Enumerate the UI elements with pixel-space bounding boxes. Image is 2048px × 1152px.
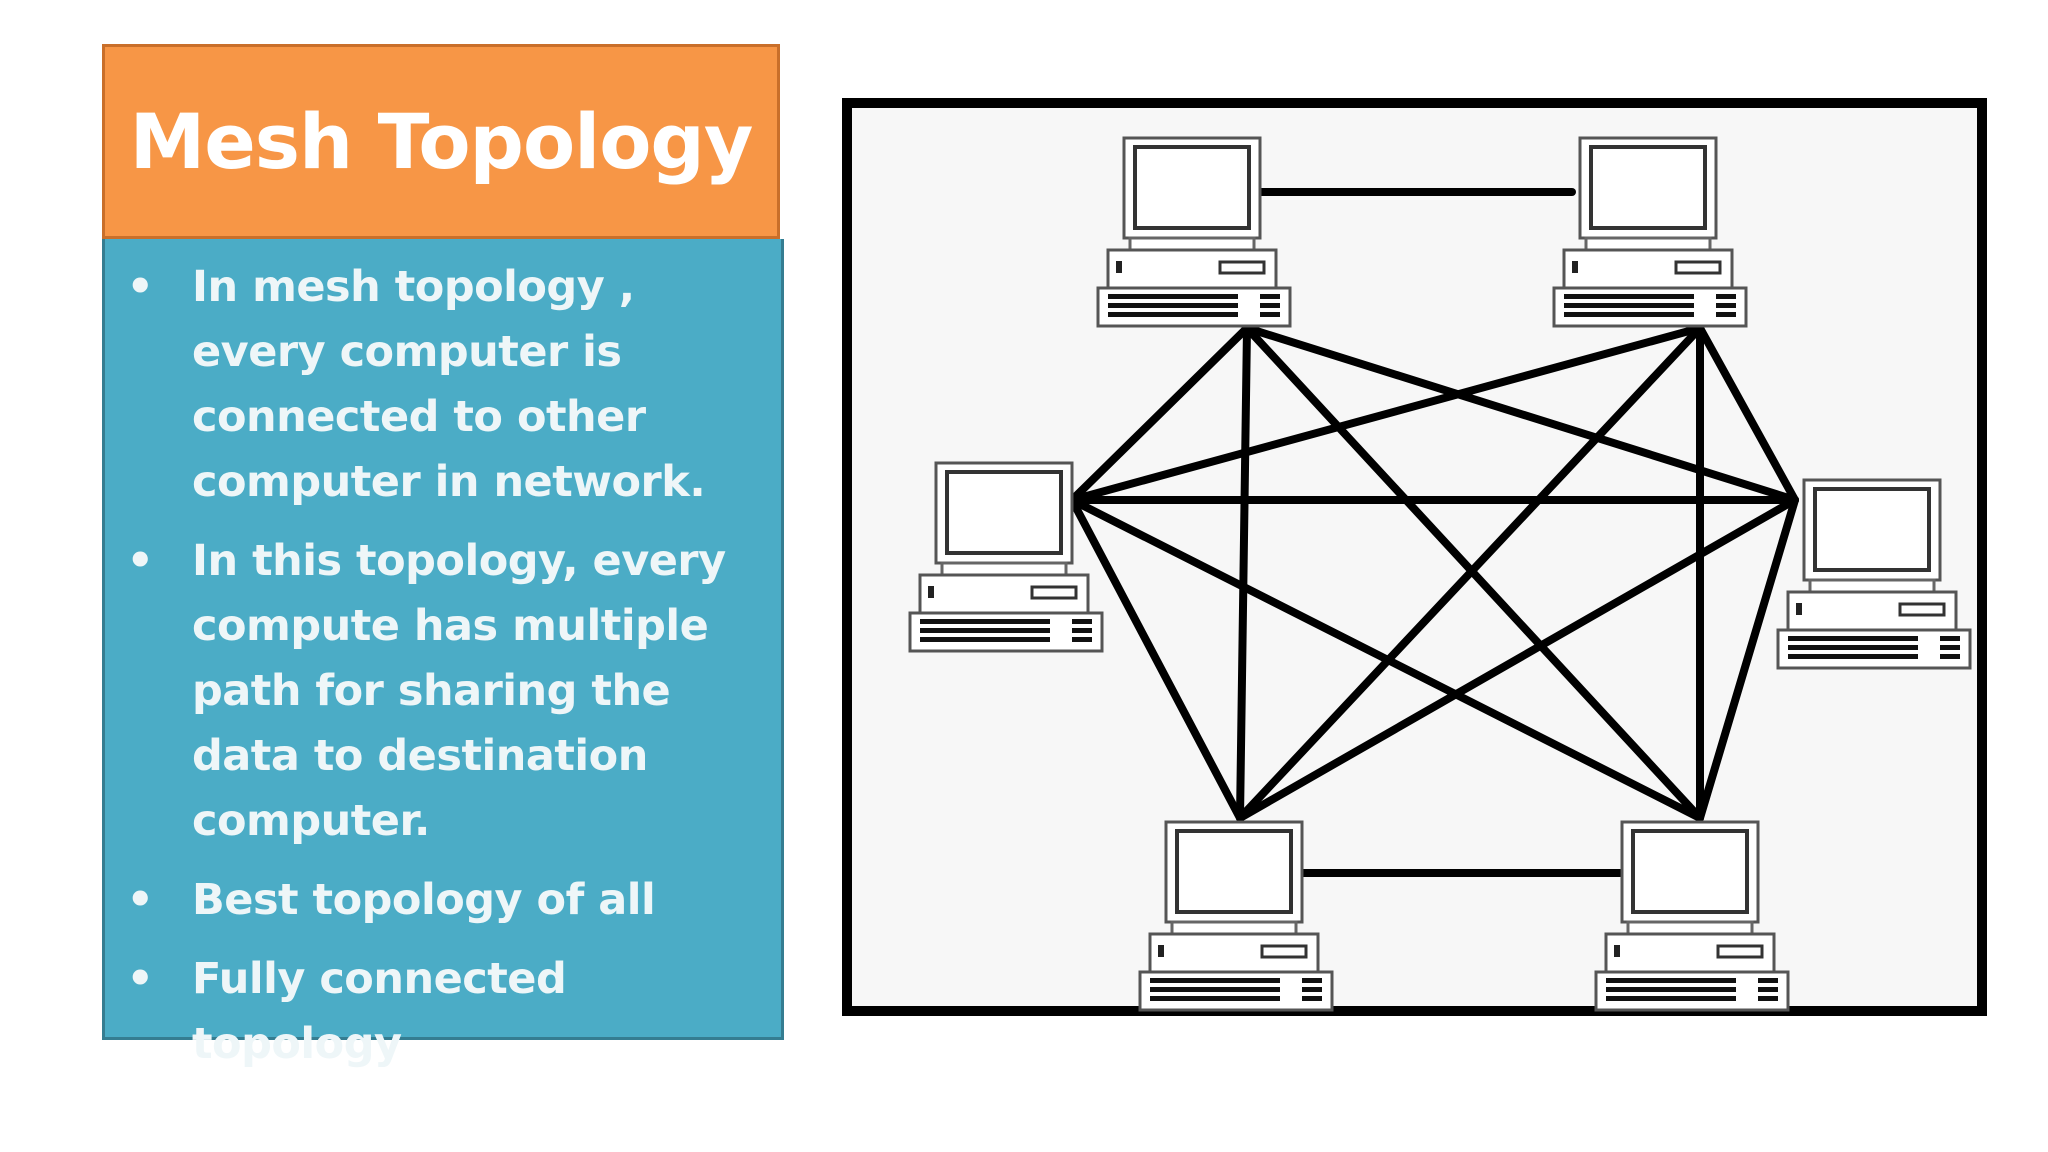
bullet-item: • In this topology, every compute has mu…: [125, 529, 775, 854]
bullet-dot: •: [126, 536, 154, 586]
link-r-bl: [1236, 496, 1799, 822]
bullet-dot: •: [126, 875, 154, 925]
link-tr-bl: [1236, 324, 1704, 822]
bullet-text: In mesh topology , every computer is con…: [192, 262, 706, 507]
slide-text-panel: Mesh Topology • In mesh topology , every…: [102, 44, 784, 1069]
title-banner: Mesh Topology: [102, 44, 780, 239]
link-l-br: [1068, 496, 1704, 822]
computer-bottom-left: [1138, 820, 1334, 1012]
computer-left: [908, 461, 1104, 653]
bullet-panel: • In mesh topology , every computer is c…: [102, 239, 784, 1069]
bullet-text: In this topology, every compute has mult…: [192, 536, 726, 846]
link-r-br: [1696, 496, 1799, 822]
computer-bottom-right: [1594, 820, 1790, 1012]
link-l-bl: [1068, 496, 1244, 822]
computer-right: [1776, 478, 1972, 670]
bullet-item: • Fully connected topology: [125, 947, 775, 1077]
bullet-item: • Best topology of all: [125, 868, 775, 933]
link-tr-l: [1068, 324, 1704, 504]
link-tl-bl: [1236, 324, 1251, 822]
bullet-dot: •: [126, 954, 154, 1004]
mesh-connections: [1068, 188, 1799, 877]
bullet-dot: •: [126, 262, 154, 312]
bullet-text: Fully connected topology: [192, 954, 567, 1069]
bullet-list: • In mesh topology , every computer is c…: [125, 255, 775, 1091]
link-tr-r: [1696, 324, 1799, 504]
link-tl-l: [1068, 324, 1251, 504]
bullet-item: • In mesh topology , every computer is c…: [125, 255, 775, 515]
computer-top-right: [1552, 136, 1748, 328]
slide-title: Mesh Topology: [129, 97, 754, 186]
computer-top-left: [1096, 136, 1292, 328]
bullet-text: Best topology of all: [192, 875, 656, 925]
